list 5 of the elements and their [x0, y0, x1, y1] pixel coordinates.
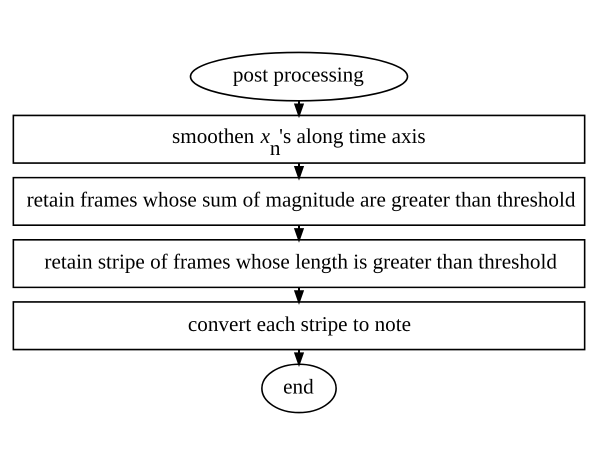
node-box: retain frames whose sum of magnitude are greater than threshold — [12, 176, 586, 226]
node-box: retain stripe of frames whose length is greater than threshold — [12, 238, 586, 288]
node-ellipse: post processing — [190, 51, 408, 102]
node-box: convert each stripe to note — [12, 300, 586, 350]
node-ellipse: end — [261, 362, 337, 413]
